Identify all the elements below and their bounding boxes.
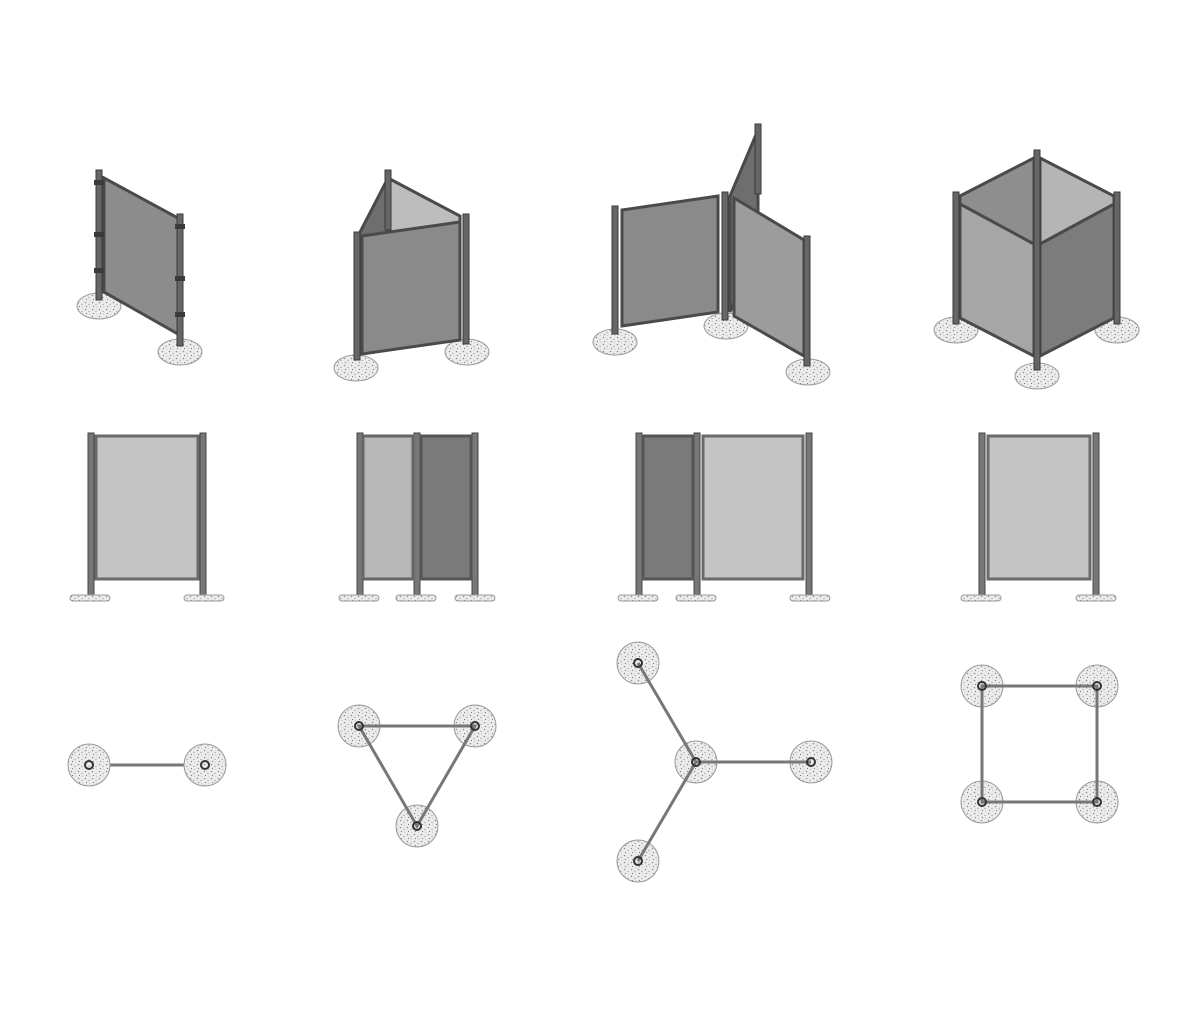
post: [462, 213, 470, 345]
post: [1092, 432, 1100, 600]
base-weight: [675, 594, 717, 602]
base-weight: [454, 594, 496, 602]
post: [471, 432, 479, 600]
panel: [419, 434, 473, 581]
post-top: [633, 658, 643, 668]
post: [693, 432, 701, 600]
clamps: [94, 180, 185, 317]
post: [353, 231, 361, 361]
post-top: [1092, 797, 1102, 807]
panel: [361, 434, 415, 581]
plan-three-way: [616, 641, 833, 883]
post: [611, 205, 619, 335]
post: [87, 432, 95, 600]
panel-outline: [980, 684, 1099, 804]
panel: [94, 434, 200, 581]
base-weight: [183, 743, 227, 787]
front-single-panel: [69, 432, 225, 602]
post-top: [354, 721, 364, 731]
front-square: [960, 432, 1117, 602]
base-weight: [183, 594, 225, 602]
plan-single-panel: [67, 743, 227, 787]
post-top: [84, 760, 94, 770]
panel-outline: [356, 724, 478, 829]
base-weight: [338, 594, 380, 602]
plan-triangle: [337, 704, 497, 848]
base-weight: [395, 594, 437, 602]
base-weight: [960, 594, 1002, 602]
post: [413, 432, 421, 600]
base-weight: [1075, 594, 1117, 602]
base-weight: [789, 594, 831, 602]
post: [199, 432, 207, 600]
post-top: [806, 757, 816, 767]
post-top: [470, 721, 480, 731]
panel: [360, 220, 462, 356]
post: [754, 123, 762, 195]
post-top: [412, 821, 422, 831]
panel: [641, 434, 695, 581]
panel: [986, 434, 1092, 581]
plan-square: [960, 664, 1119, 824]
iso-triangle: [333, 169, 490, 382]
base-weight: [69, 594, 111, 602]
post: [952, 191, 960, 325]
front-three-way: [617, 432, 831, 602]
post-top: [691, 757, 701, 767]
post-top: [1092, 681, 1102, 691]
iso-three-way: [592, 123, 831, 386]
post: [635, 432, 643, 600]
post: [1113, 191, 1121, 325]
post: [978, 432, 986, 600]
front-triangle: [338, 432, 496, 602]
panel: [620, 194, 720, 328]
post: [803, 235, 811, 367]
post-top: [977, 797, 987, 807]
base-weight: [617, 594, 659, 602]
base-weight: [67, 743, 111, 787]
post-top: [200, 760, 210, 770]
post: [1033, 149, 1041, 371]
iso-single-panel: [76, 169, 203, 366]
post: [805, 432, 813, 600]
post-top: [633, 856, 643, 866]
post: [721, 191, 729, 321]
post-top: [977, 681, 987, 691]
panel: [701, 434, 805, 581]
iso-square: [933, 149, 1140, 390]
post: [384, 169, 392, 231]
